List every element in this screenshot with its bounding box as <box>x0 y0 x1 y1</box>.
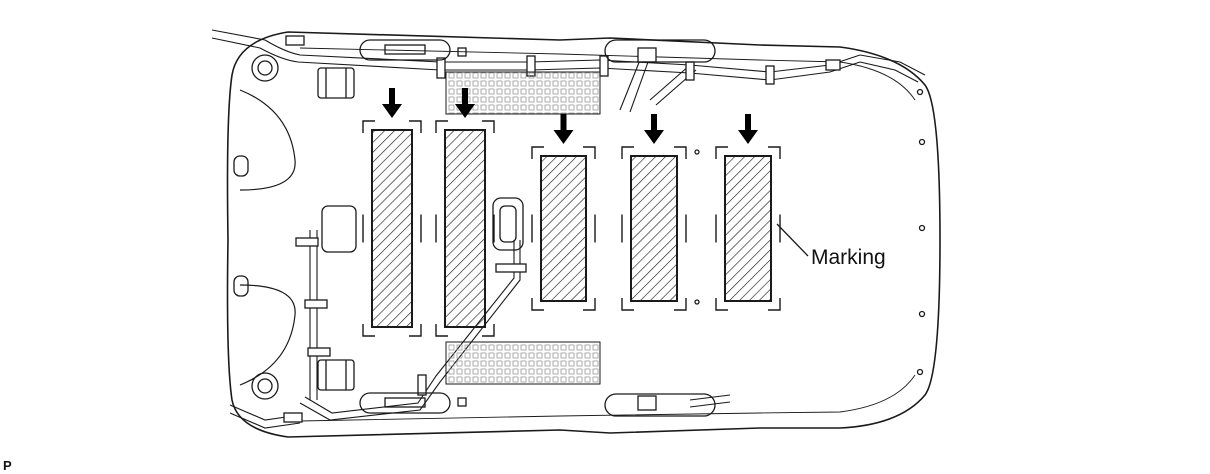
harness-clips <box>283 35 841 423</box>
panel-position-marks-1 <box>362 120 422 337</box>
marking-label: Marking <box>811 246 886 269</box>
roof-fixtures <box>233 39 926 417</box>
arrow-down-icon-2 <box>455 88 475 118</box>
arrow-down-icon-3 <box>553 114 574 144</box>
panel-position-marks-2 <box>435 120 495 337</box>
marking-leader-line <box>776 223 809 257</box>
absorber-panel-4 <box>630 155 678 302</box>
arrow-down-icon-4 <box>644 114 664 144</box>
headliner-outline <box>226 31 941 438</box>
absorber-panels <box>362 88 781 337</box>
absorber-panel-5 <box>724 155 772 302</box>
corner-code: P <box>3 458 12 473</box>
arrow-down-icon-5 <box>738 114 758 144</box>
absorber-panel-3 <box>540 155 587 302</box>
panel-position-marks-5 <box>715 146 781 311</box>
arrow-down-icon-1 <box>382 88 402 118</box>
panel-position-marks-3 <box>531 146 596 311</box>
absorber-panel-2 <box>444 129 486 328</box>
absorber-panel-1 <box>371 129 413 328</box>
panel-position-marks-4 <box>621 146 687 311</box>
